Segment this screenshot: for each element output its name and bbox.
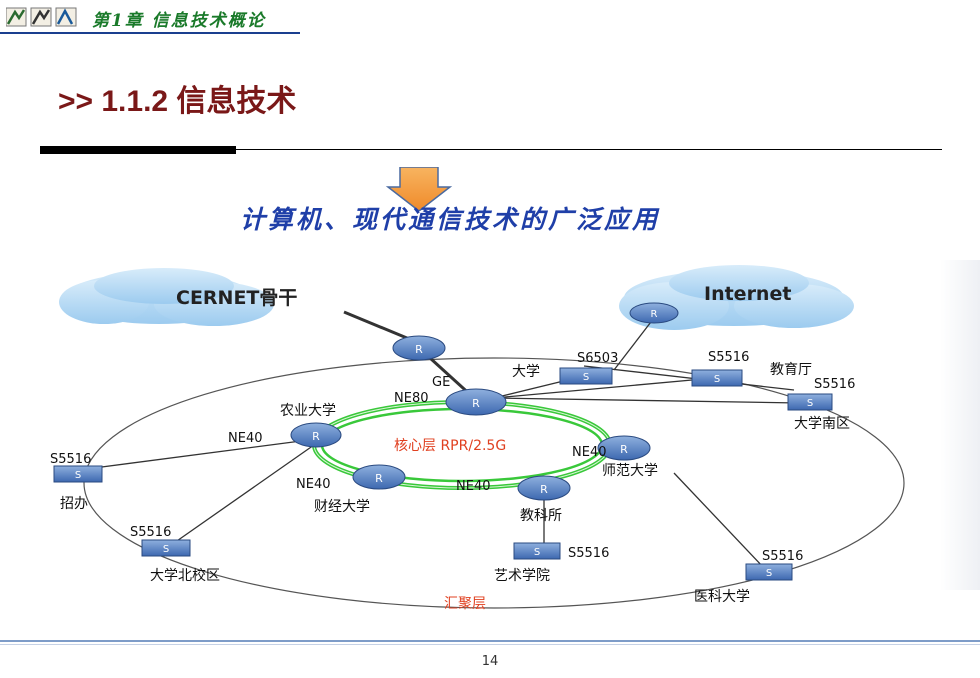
caijing-label: 财经大学	[314, 499, 370, 515]
svg-text:S: S	[807, 398, 813, 409]
switch-yike: S	[745, 563, 793, 581]
ne40-left-label: NE40	[228, 431, 262, 446]
daxue-label: 大学	[512, 364, 540, 380]
router-ne80: R	[445, 388, 507, 416]
beixiao-label: 大学北校区	[150, 567, 220, 584]
s5516-jiaoyu-label: S5516	[708, 350, 749, 365]
router-cernet: R	[392, 335, 446, 361]
shifan-label: 师范大学	[602, 462, 658, 479]
network-topology-diagram: R R R R R R R S S S S S	[50, 265, 905, 612]
switch-nanqu: S	[787, 393, 833, 411]
down-arrow-icon	[385, 167, 453, 211]
yike-label: 医科大学	[694, 589, 750, 605]
router-caijing: R	[352, 464, 406, 490]
svg-text:S: S	[583, 372, 589, 383]
s5516-nanqu-label: S5516	[814, 377, 855, 392]
s5516-yike-label: S5516	[762, 549, 803, 564]
footer-divider	[0, 640, 980, 642]
router-jiaoke: R	[517, 475, 571, 501]
svg-text:R: R	[375, 472, 383, 485]
s5516-yishu-label: S5516	[568, 546, 609, 561]
page-number: 14	[481, 654, 499, 669]
svg-text:R: R	[415, 343, 423, 356]
router-internet: R	[629, 302, 679, 324]
switch-jiaoyu: S	[691, 369, 743, 387]
title-underline-thick	[40, 146, 236, 154]
internet-label: Internet	[704, 283, 791, 305]
zhaoban-label: 招办	[60, 496, 88, 512]
svg-text:R: R	[312, 430, 320, 443]
cernet-cloud	[59, 268, 274, 326]
jiaoyuting-label: 教育厅	[770, 362, 812, 378]
ne80-label: NE80	[394, 391, 428, 406]
svg-text:S: S	[766, 568, 772, 579]
switch-beixiao: S	[141, 539, 191, 557]
ne40-shifan-label: NE40	[572, 445, 606, 460]
svg-text:S: S	[75, 470, 81, 481]
chapter-title: 第1章 信息技术概论	[92, 11, 266, 31]
footer-divider-thin	[0, 644, 980, 645]
chapter-logo-icon	[6, 7, 77, 27]
cernet-label: CERNET骨干	[176, 287, 297, 309]
header-divider	[0, 32, 300, 34]
right-edge-shade	[940, 260, 980, 590]
svg-text:R: R	[620, 443, 628, 456]
yishu-label: 艺术学院	[494, 568, 550, 584]
svg-text:S: S	[163, 544, 169, 555]
router-shifan: R	[597, 435, 651, 461]
svg-text:R: R	[651, 309, 658, 320]
switch-s6503: S	[559, 367, 613, 385]
jiaoke-label: 教科所	[520, 508, 562, 524]
switch-yishu: S	[513, 542, 561, 560]
s5516-zhaoban-label: S5516	[50, 452, 91, 467]
slide-subtitle: 计算机、现代通信技术的广泛应用	[240, 205, 661, 234]
nanqu-label: 大学南区	[794, 416, 850, 432]
aggregation-layer-label: 汇聚层	[444, 596, 486, 612]
aggregation-ring	[83, 357, 905, 609]
ne40-caijing-label: NE40	[296, 477, 330, 492]
slide-title: >> 1.1.2 信息技术	[58, 85, 297, 118]
title-underline-thin	[236, 149, 942, 150]
s5516-beixiao-label: S5516	[130, 525, 171, 540]
switch-zhaoban: S	[53, 465, 103, 483]
s6503-label: S6503	[577, 351, 618, 366]
svg-text:S: S	[534, 547, 540, 558]
router-nongye: R	[290, 422, 342, 448]
svg-text:S: S	[714, 374, 720, 385]
ge-label: GE	[432, 375, 450, 390]
svg-text:R: R	[472, 397, 480, 410]
svg-text:R: R	[540, 483, 548, 496]
core-layer-label: 核心层 RPR/2.5G	[394, 438, 506, 454]
ne40-jiaoke-label: NE40	[456, 479, 490, 494]
nongye-label: 农业大学	[280, 403, 336, 419]
